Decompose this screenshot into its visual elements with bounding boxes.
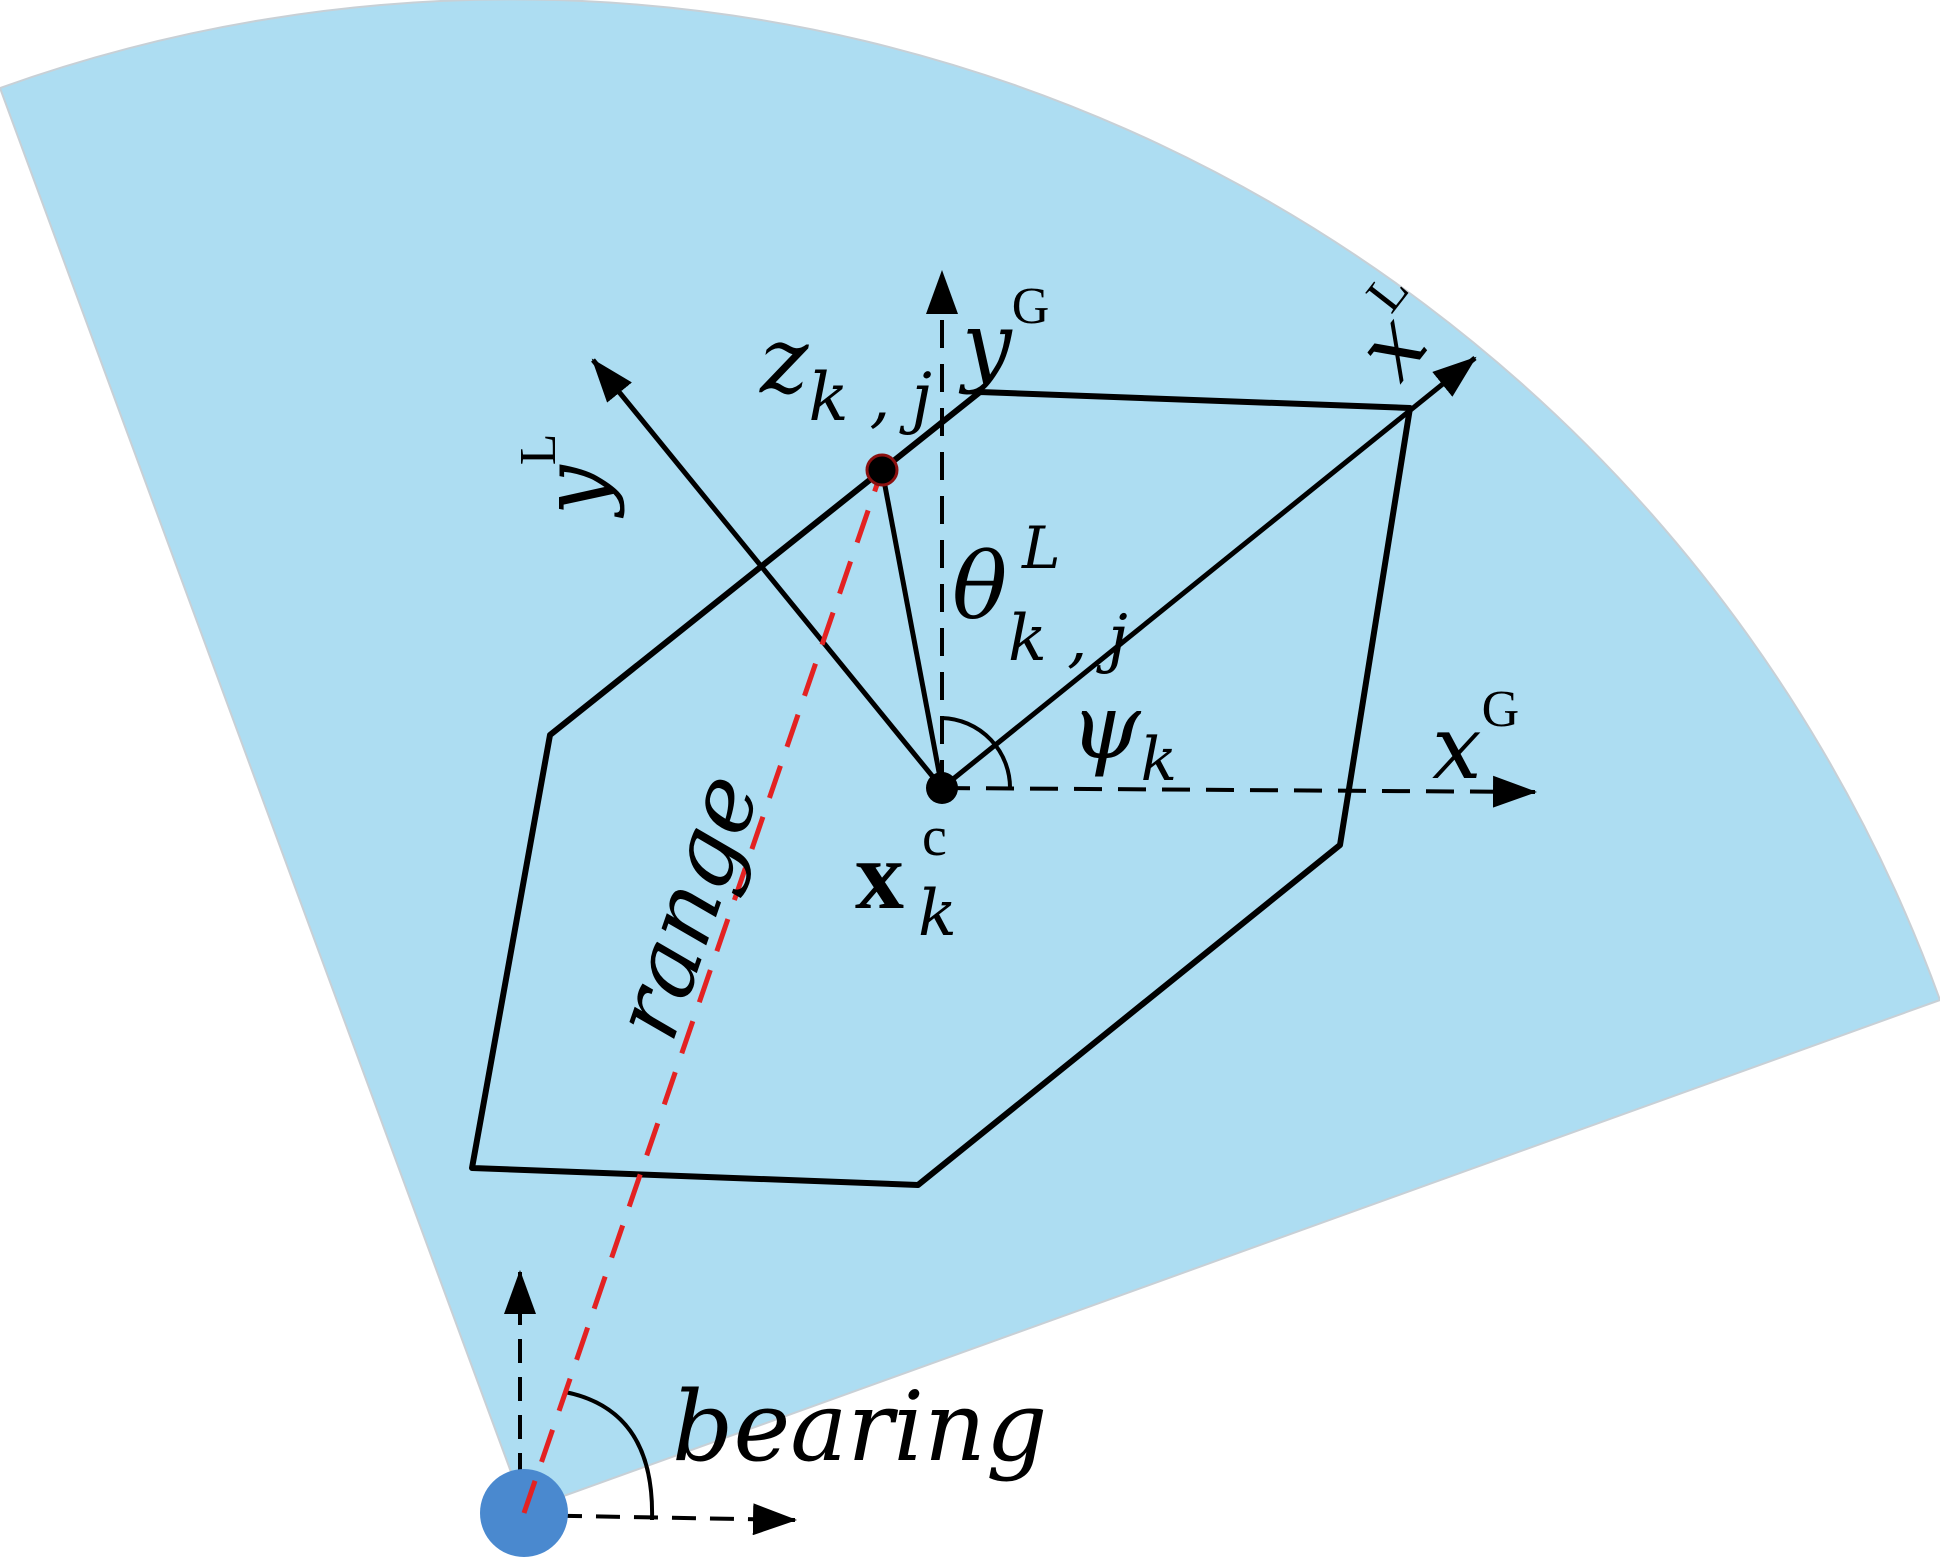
center-label-sup: c bbox=[922, 806, 947, 868]
sensor-fov-sector bbox=[0, 0, 1940, 1512]
local-y-label-main: y bbox=[523, 464, 626, 519]
measurement-label: zk , j bbox=[759, 307, 932, 436]
global-x-label-main: x bbox=[1432, 696, 1482, 799]
center-label-main: x bbox=[855, 822, 904, 930]
psi-label-sub: k bbox=[1141, 725, 1177, 795]
local-y-axis bbox=[591, 358, 944, 790]
local-y-label-sup: L bbox=[510, 434, 567, 466]
global-x-axis bbox=[941, 775, 1537, 808]
center-label-sub: k bbox=[918, 877, 957, 951]
psi-label-main: ψ bbox=[1070, 675, 1142, 780]
global-y-label-main: y bbox=[958, 293, 1013, 396]
psi-label: ψk bbox=[1070, 675, 1177, 795]
theta-label-sup: L bbox=[1021, 514, 1061, 582]
local-y-label: yL bbox=[510, 434, 626, 519]
global-y-label: yG bbox=[958, 278, 1049, 396]
bearing-label: bearing bbox=[672, 1371, 1047, 1483]
range-line bbox=[521, 469, 885, 1514]
target-center-point bbox=[926, 772, 958, 804]
theta-label-main: θ bbox=[952, 533, 1007, 640]
bearing-angle-arc bbox=[564, 1390, 655, 1521]
theta-label-sub: k , j bbox=[1008, 602, 1128, 676]
orientation-angle-arc bbox=[941, 716, 1013, 791]
global-x-label: xG bbox=[1432, 681, 1519, 799]
global-x-label-sup: G bbox=[1482, 681, 1520, 738]
global-y-label-sup: G bbox=[1012, 278, 1050, 335]
measurement-point bbox=[865, 453, 899, 487]
center-to-measurement-line bbox=[879, 469, 945, 789]
measurement-label-main: z bbox=[759, 307, 809, 414]
local-x-axis bbox=[940, 356, 1477, 790]
measurement-label-sub: k , j bbox=[808, 359, 931, 436]
